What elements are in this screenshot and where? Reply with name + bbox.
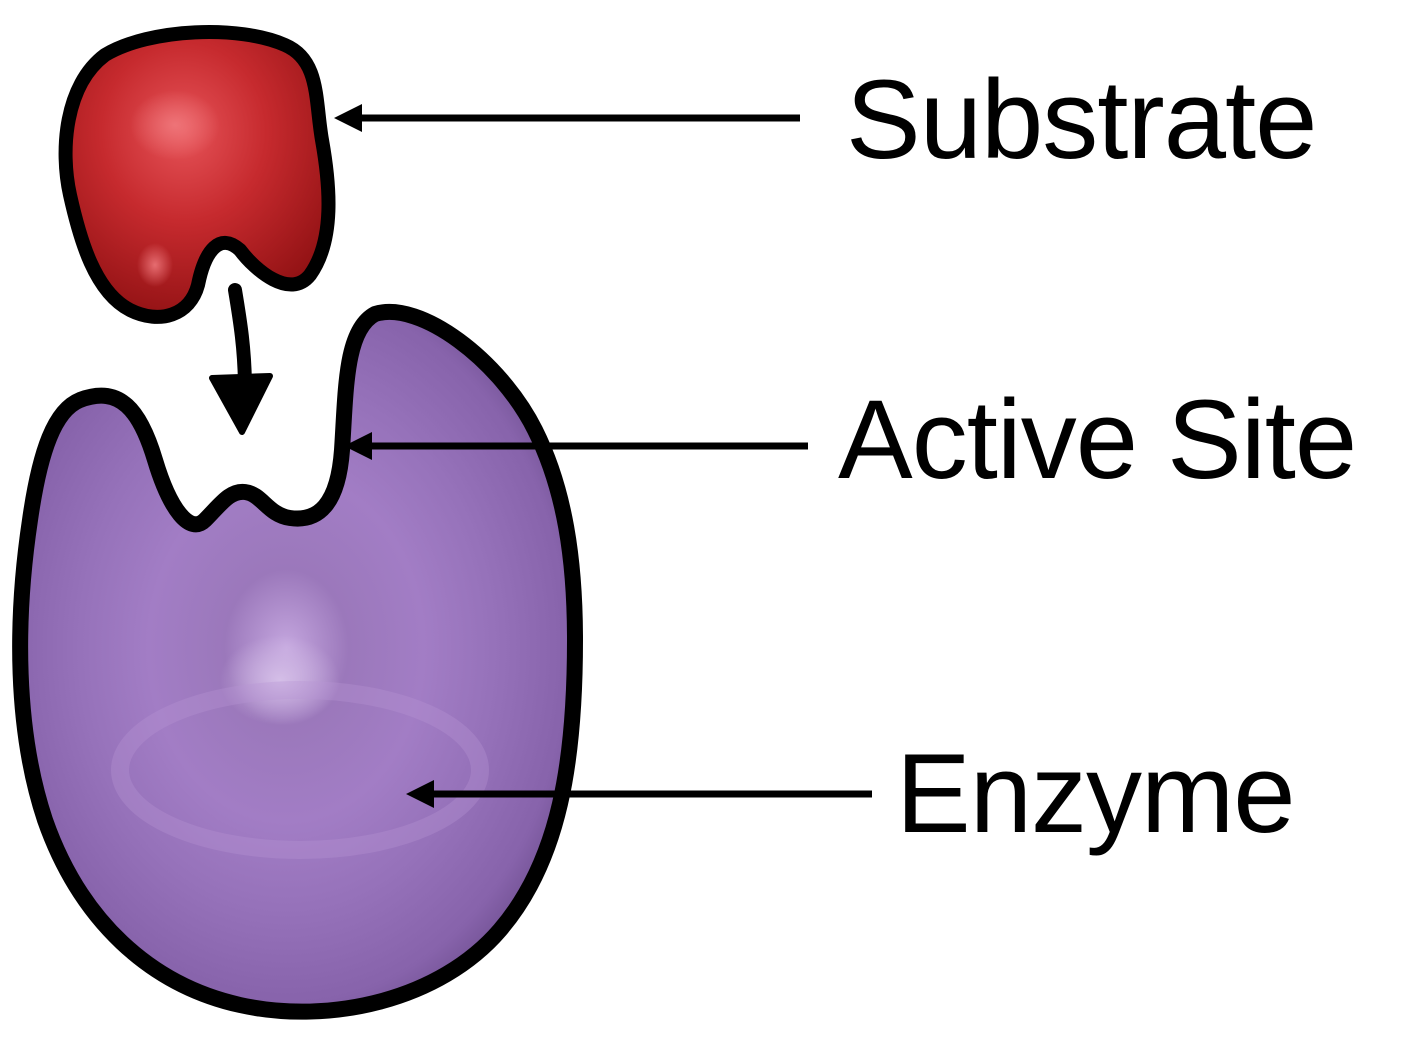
enzyme-pointer-arrow (406, 780, 872, 808)
down-arrow-icon (209, 283, 273, 435)
substrate-highlight (130, 90, 220, 160)
substrate-highlight-small (137, 243, 173, 287)
substrate-label: Substrate (846, 57, 1317, 182)
substrate-pointer-arrow (334, 104, 800, 132)
substrate-shape (58, 25, 336, 324)
enzyme-shape (12, 304, 583, 1020)
enzyme-label: Enzyme (896, 731, 1296, 856)
substrate-blob-icon (58, 25, 336, 324)
active-site-label: Active Site (838, 377, 1357, 502)
active-site-pointer-arrow (344, 432, 808, 460)
binding-arrow-head (209, 373, 273, 435)
enzyme-highlight (220, 635, 340, 725)
enzyme-highlight-ring (111, 681, 489, 859)
